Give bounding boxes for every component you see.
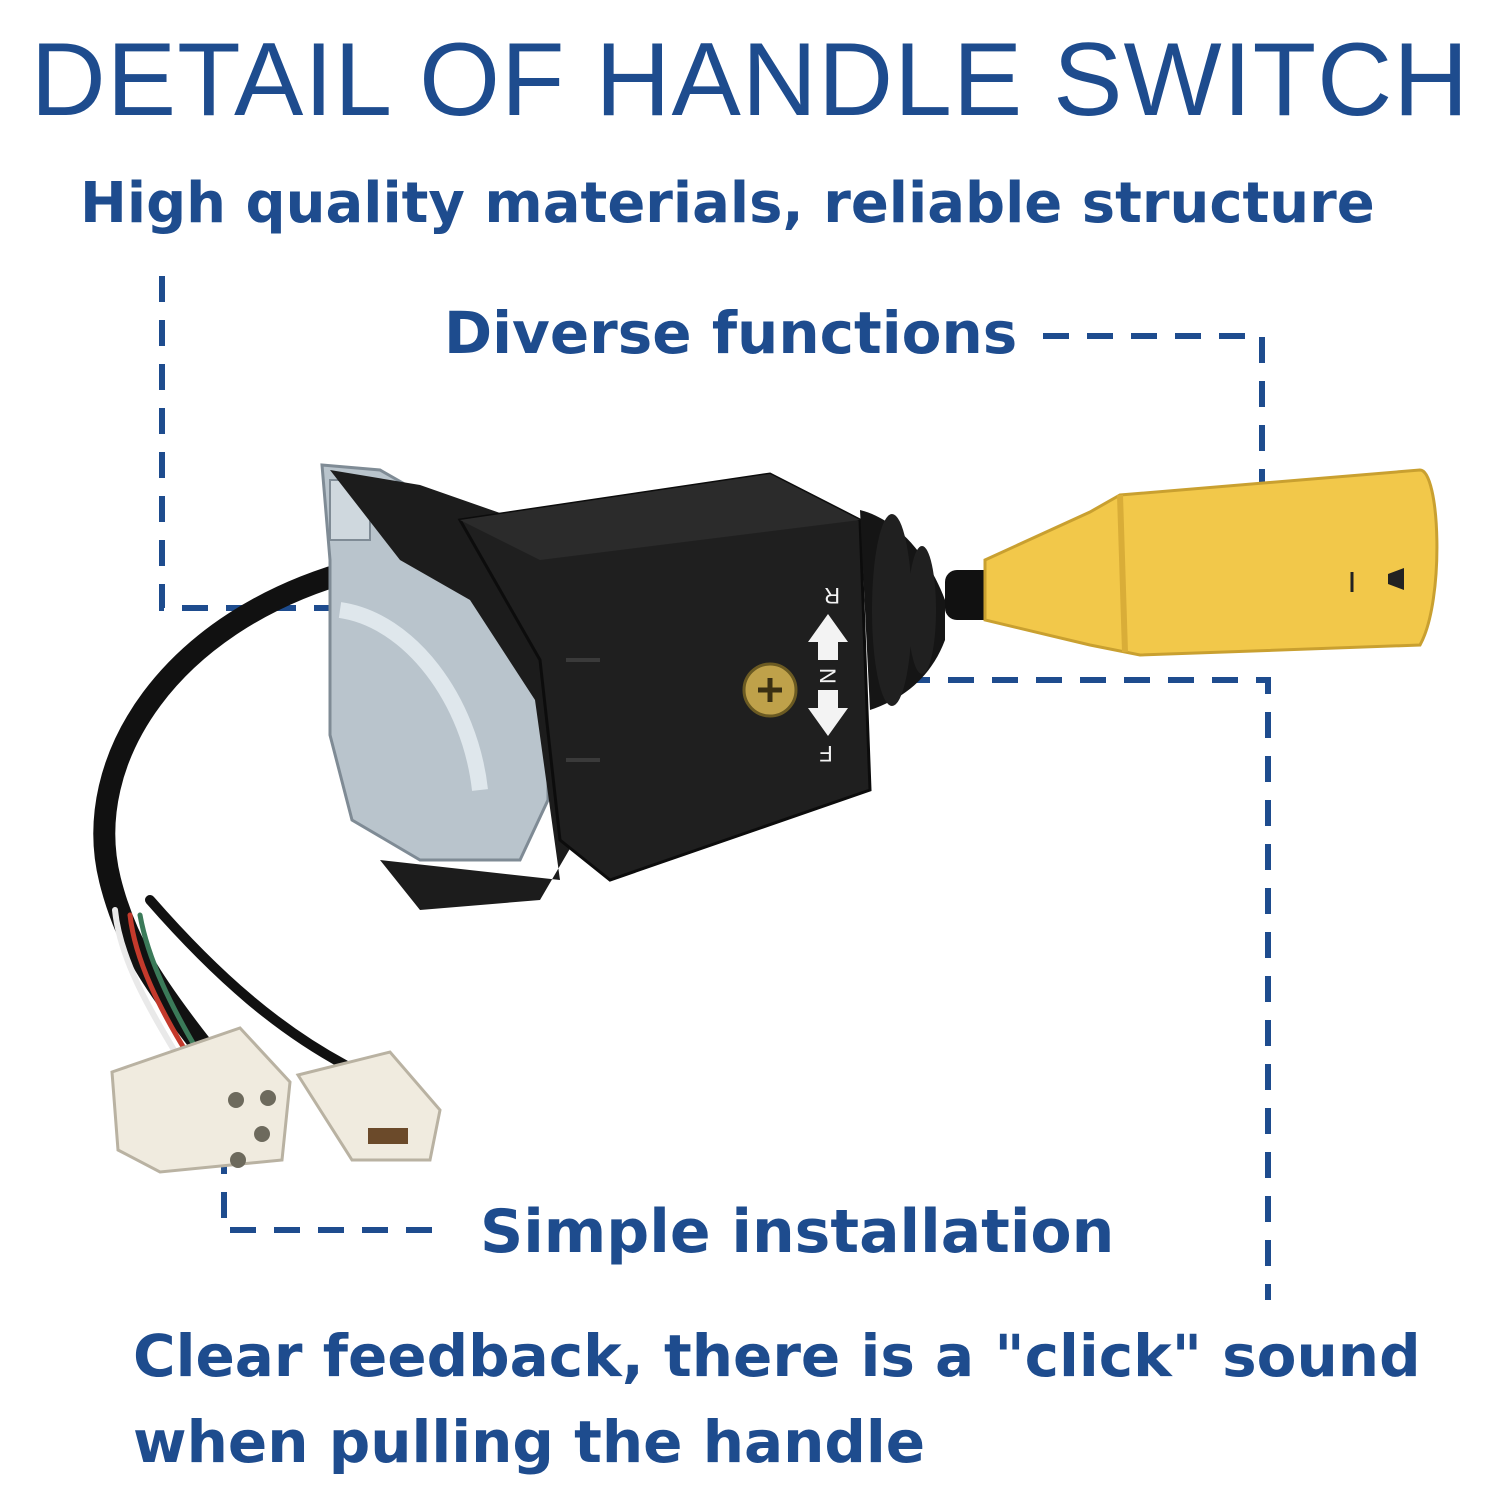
switch-body — [330, 470, 872, 910]
forward-marking: F — [819, 741, 832, 766]
page-title: DETAIL OF HANDLE SWITCH — [30, 22, 1470, 138]
direction-markings: R N F — [808, 583, 848, 766]
subtitle: High quality materials, reliable structu… — [80, 171, 1375, 236]
yellow-handle — [983, 468, 1439, 657]
simple-installation-label: Simple installation — [480, 1197, 1115, 1267]
arrow-up-icon — [808, 614, 848, 660]
small-connector — [295, 1050, 442, 1162]
neutral-marking: N — [815, 668, 840, 684]
reverse-marking: R — [824, 583, 840, 608]
rubber-boot — [860, 510, 945, 710]
feedback-label-line2: when pulling the handle — [133, 1408, 926, 1476]
feedback-callout-line — [904, 677, 1271, 1300]
installation-callout-line — [221, 1104, 442, 1233]
diverse-functions-label: Diverse functions — [444, 299, 1018, 367]
feedback-label-line1: Clear feedback, there is a "click" sound — [133, 1322, 1421, 1390]
arrow-down-icon — [808, 690, 848, 736]
wire-harness — [93, 559, 366, 1070]
horn-icon — [1388, 568, 1404, 590]
large-connector — [110, 1026, 292, 1174]
